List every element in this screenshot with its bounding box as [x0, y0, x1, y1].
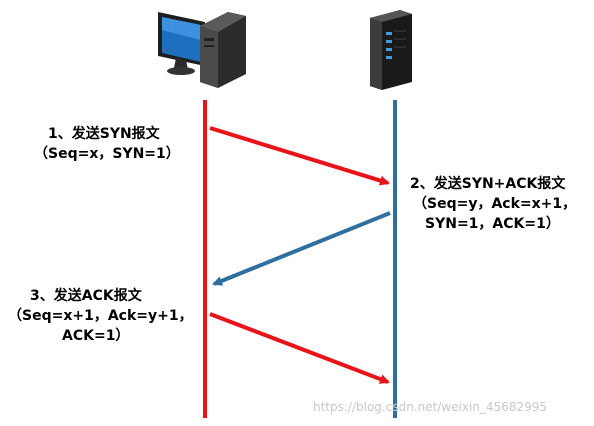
- syn-ack-message-flags: SYN=1，ACK=1）: [425, 216, 560, 232]
- syn-ack-arrow: [212, 211, 391, 286]
- ack-arrow: [209, 312, 390, 384]
- ack-message-flags: ACK=1）: [62, 328, 130, 344]
- syn-ack-message-label: 2、发送SYN+ACK报文 （Seq=y，Ack=x+1， SYN=1，ACK=…: [410, 174, 576, 234]
- syn-message-title: 1、发送SYN报文: [48, 126, 160, 142]
- ack-message-params: （Seq=x+1，Ack=y+1，: [8, 308, 193, 324]
- syn-ack-message-title: 2、发送SYN+ACK报文: [410, 176, 566, 192]
- ack-message-title: 3、发送ACK报文: [30, 288, 142, 304]
- syn-message-label: 1、发送SYN报文 （Seq=x，SYN=1）: [34, 124, 180, 164]
- server-tower-icon: [370, 10, 412, 90]
- desktop-computer-icon: [158, 12, 246, 88]
- syn-arrow: [209, 126, 390, 186]
- ack-message-label: 3、发送ACK报文 （Seq=x+1，Ack=y+1， ACK=1）: [8, 286, 193, 346]
- syn-ack-message-params: （Seq=y，Ack=x+1，: [413, 196, 577, 212]
- syn-message-params: （Seq=x，SYN=1）: [34, 146, 180, 162]
- watermark-url: https://blog.csdn.net/weixin_45682995: [313, 400, 548, 414]
